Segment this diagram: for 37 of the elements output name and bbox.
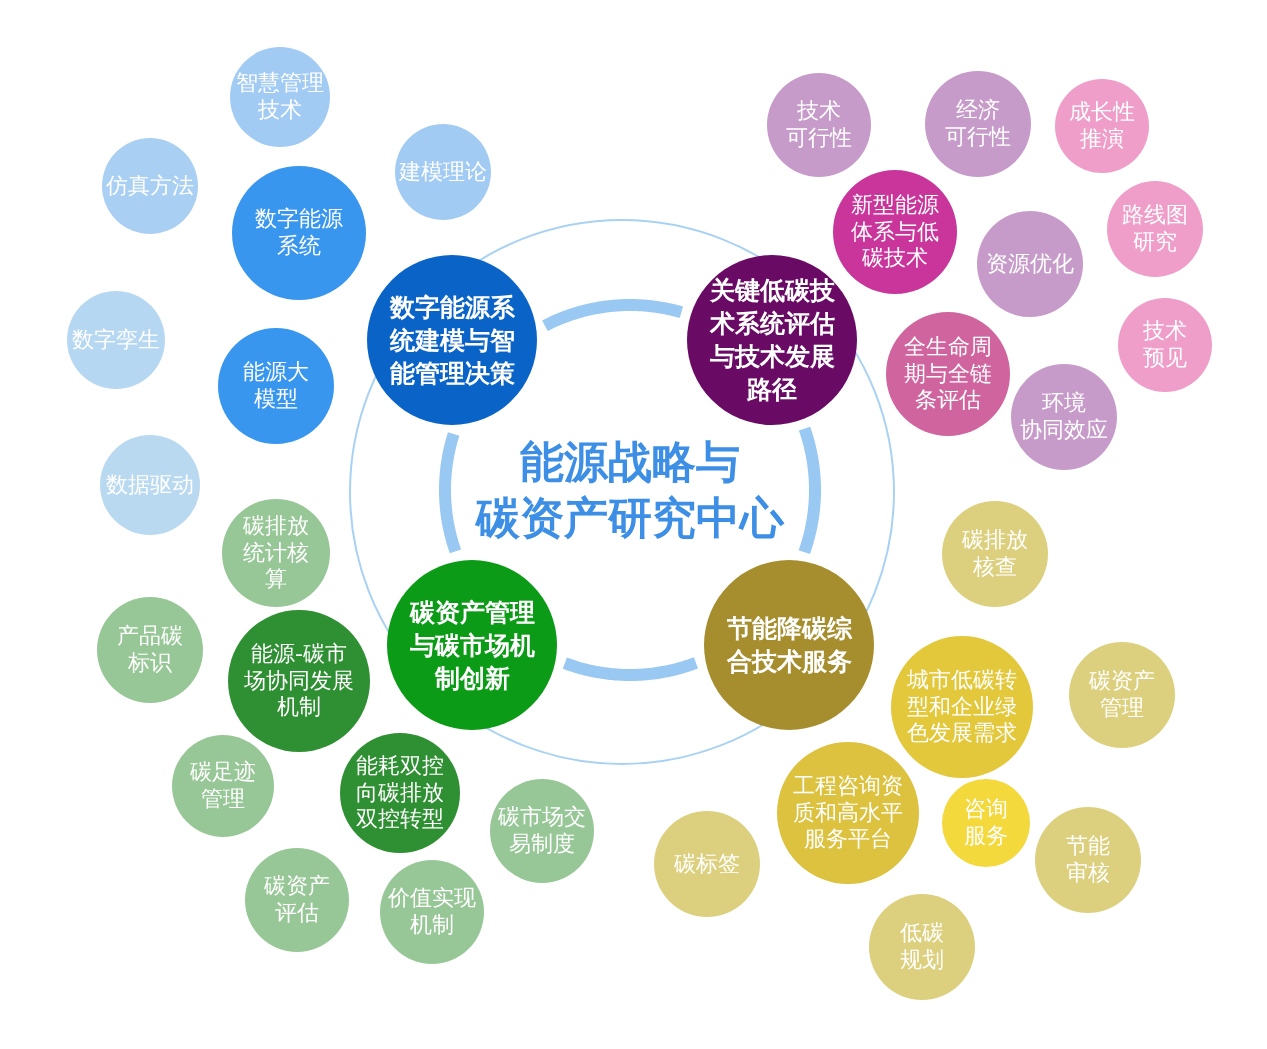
subtopic-label: 技术可行性 (786, 98, 852, 152)
subtopic-label: 成长性推演 (1069, 99, 1135, 153)
subtopic-label: 工程咨询资质和高水平服务平台 (793, 772, 903, 854)
subtopic-label: 资源优化 (986, 250, 1074, 278)
subtopic-label: 碳标签 (674, 850, 740, 878)
subtopic-label: 碳排放统计核算 (243, 512, 309, 594)
center-title: 能源战略与碳资产研究中心 (476, 434, 784, 545)
subtopic-label: 智慧管理技术 (236, 70, 324, 124)
topic-label: 关键低碳技术系统评估与技术发展路径 (709, 275, 835, 406)
subtopic-label: 价值实现机制 (388, 885, 476, 939)
subtopic-label: 建模理论 (399, 158, 487, 186)
subtopic-label: 仿真方法 (106, 172, 194, 200)
topic-label: 数字能源系统建模与智能管理决策 (389, 291, 515, 390)
subtopic-label: 碳足迹管理 (190, 759, 256, 813)
subtopic-label: 路线图研究 (1122, 202, 1188, 256)
subtopic-label: 经济可行性 (945, 97, 1011, 151)
subtopic-label: 碳资产评估 (264, 873, 330, 927)
subtopic-label: 数字孪生 (72, 326, 160, 354)
subtopic-label: 环境协同效应 (1020, 390, 1108, 444)
subtopic-label: 数字能源系统 (255, 206, 343, 260)
subtopic-label: 低碳规划 (900, 920, 944, 974)
subtopic-label: 城市低碳转型和企业绿色发展需求 (907, 666, 1017, 748)
topic-label: 碳资产管理与碳市场机制创新 (409, 596, 535, 695)
subtopic-label: 碳市场交易制度 (498, 804, 586, 858)
subtopic-label: 技术预见 (1143, 318, 1187, 372)
subtopic-label: 节能审核 (1066, 833, 1110, 887)
subtopic-label: 能源-碳市场协同发展机制 (244, 640, 354, 722)
subtopic-label: 新型能源体系与低碳技术 (851, 191, 939, 273)
subtopic-label: 全生命周期与全链条评估 (904, 333, 992, 415)
subtopic-label: 产品碳标识 (117, 623, 183, 677)
subtopic-label: 数据驱动 (106, 471, 194, 499)
subtopic-label: 咨询服务 (964, 796, 1008, 850)
subtopic-label: 碳资产管理 (1089, 668, 1155, 722)
subtopic-label: 碳排放核查 (962, 527, 1028, 581)
subtopic-label: 能源大模型 (243, 359, 309, 413)
topic-label: 节能降碳综合技术服务 (726, 613, 852, 678)
subtopic-label: 能耗双控向碳排放双控转型 (356, 752, 444, 834)
